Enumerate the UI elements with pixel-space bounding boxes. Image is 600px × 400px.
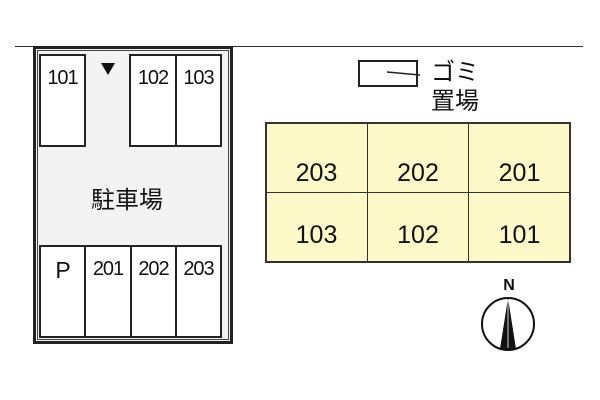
parking-lot-label: 駐車場: [91, 186, 163, 214]
garbage-leader-line: [386, 71, 421, 76]
parking-space-102: 102: [129, 54, 177, 147]
unit-203: 203: [265, 122, 368, 193]
parking-space-p: P: [39, 245, 86, 338]
unit-103: 103: [265, 192, 368, 263]
space-label: 103: [183, 67, 214, 89]
garbage-label-line1: ゴミ: [431, 58, 479, 86]
unit-201: 201: [468, 122, 571, 193]
garbage-area-label: ゴミ 置場: [420, 58, 490, 116]
unit-label: 202: [397, 159, 439, 187]
parking-space-101: 101: [39, 54, 86, 147]
north-compass-icon: [481, 297, 535, 351]
unit-102: 102: [367, 192, 469, 263]
unit-label: 101: [498, 221, 541, 249]
space-label: P: [55, 257, 70, 283]
space-label: 202: [138, 258, 169, 280]
unit-label: 201: [498, 159, 541, 187]
property-boundary-line: [15, 46, 583, 47]
garbage-label-line2: 置場: [431, 87, 479, 115]
parking-lot-inner-border: [37, 50, 229, 340]
space-label: 101: [47, 67, 78, 89]
space-label: 201: [92, 258, 124, 280]
parking-space-103: 103: [175, 54, 222, 147]
unit-label: 203: [295, 159, 338, 187]
compass-north-label: N: [503, 277, 515, 294]
unit-label: 103: [295, 221, 338, 249]
parking-space-203: 203: [175, 245, 222, 338]
unit-202: 202: [367, 122, 469, 193]
parking-space-201: 201: [84, 245, 132, 338]
unit-101: 101: [468, 192, 571, 263]
space-label: 102: [137, 67, 169, 89]
space-label: 203: [183, 258, 214, 280]
entrance-triangle-icon: [101, 63, 115, 75]
parking-space-202: 202: [130, 245, 177, 338]
unit-label: 102: [397, 221, 439, 249]
